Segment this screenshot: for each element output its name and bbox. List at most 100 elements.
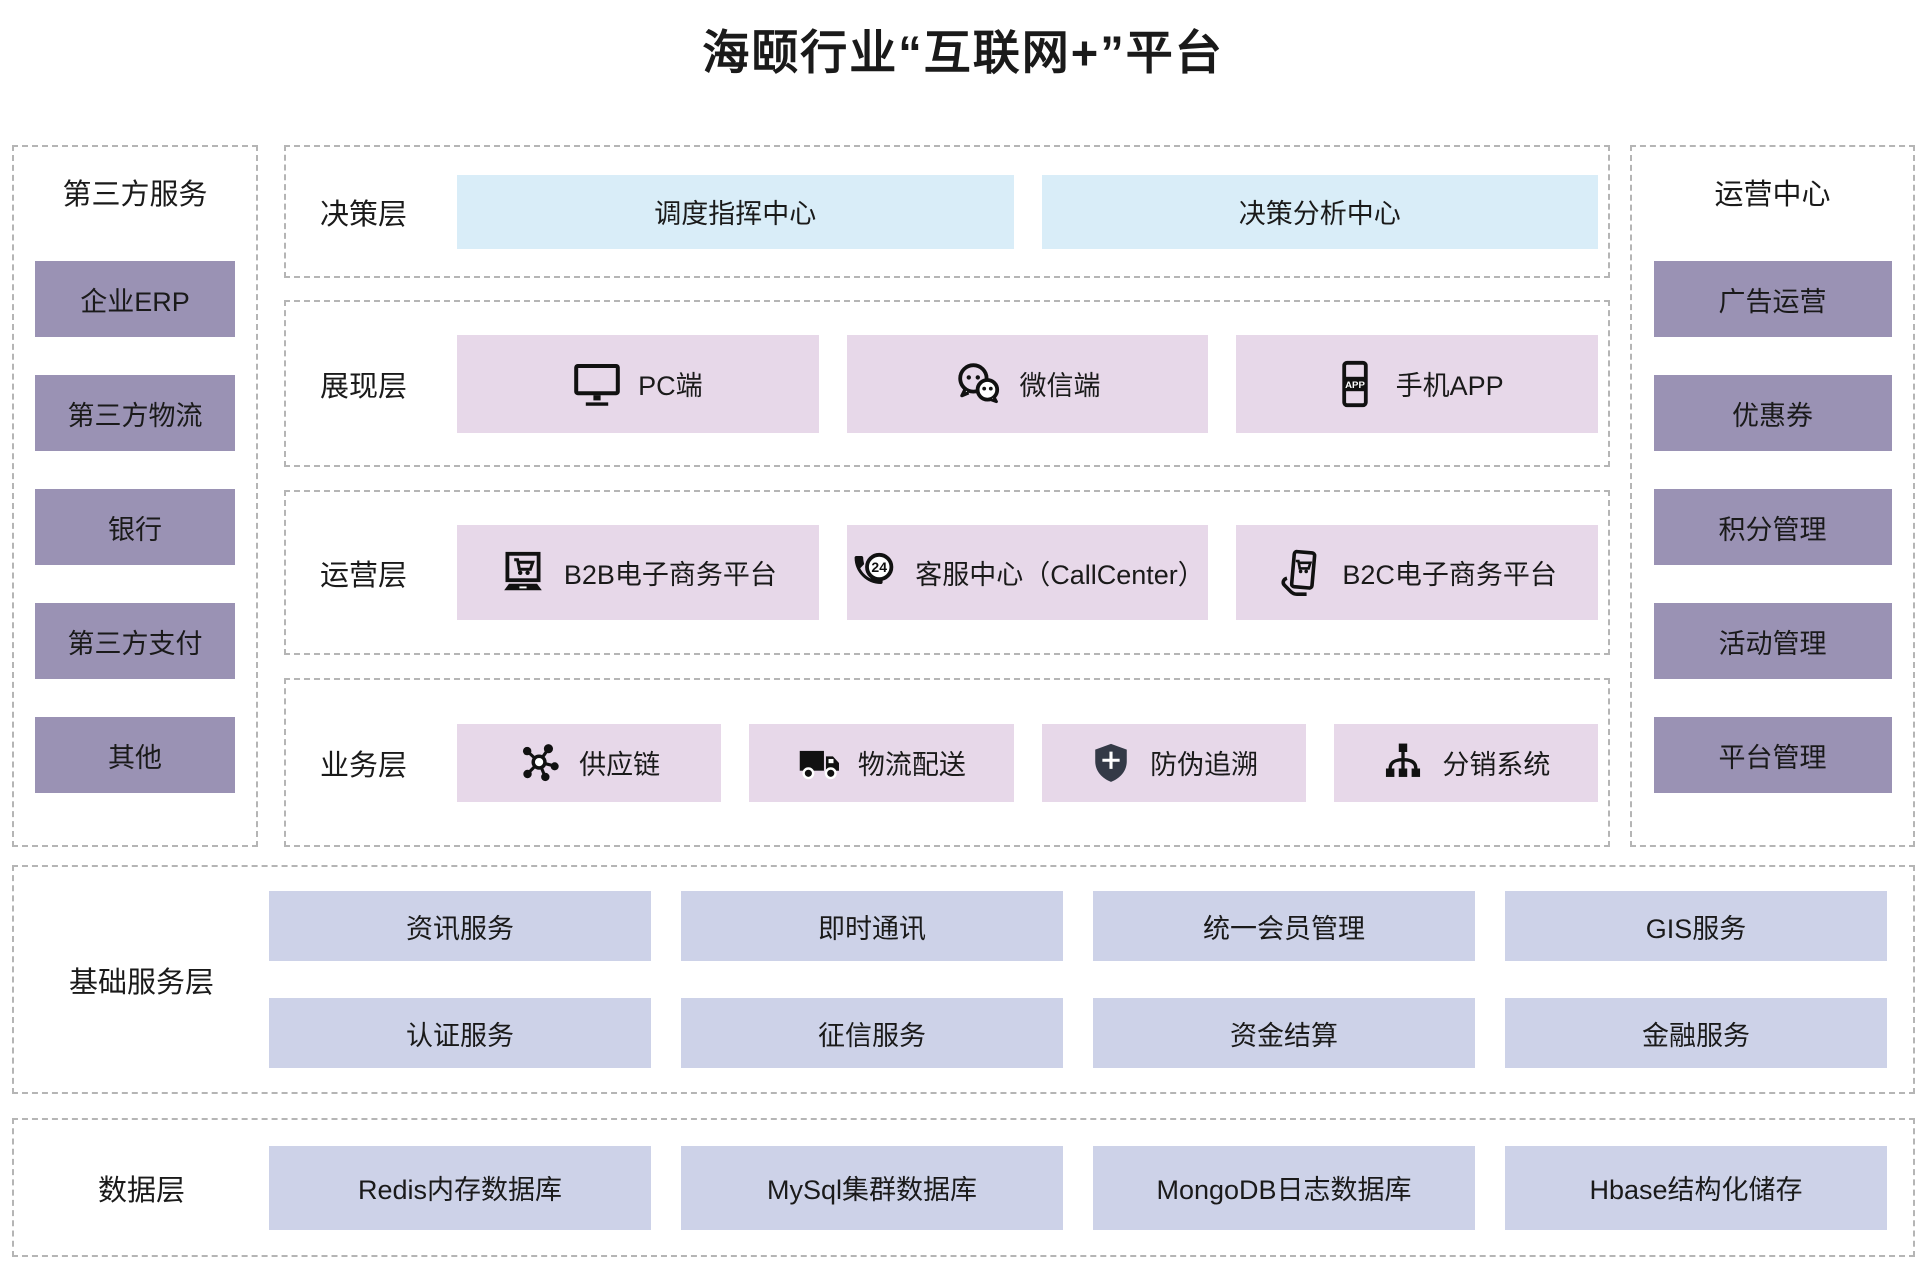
third-party-services-title: 第三方服务 bbox=[62, 179, 208, 211]
presentation-layer-panel: 展现层 PC端 微信端 APP 手机APP bbox=[284, 300, 1610, 467]
third-party-service-box-label: 企业ERP bbox=[80, 286, 190, 317]
base-services-panel: 基础服务层 资讯服务 即时通讯 统一会员管理 GIS服务 认证服务 征信服务 资金结算 金融… bbox=[12, 865, 1915, 1094]
phone-24-icon: 24 bbox=[850, 549, 898, 597]
database-box: Redis内存数据库 bbox=[269, 1145, 651, 1230]
operation-layer-panel: 运营层 B2B电子商务平台 24 客服中心（CallCenter） B2C电子商务平台 bbox=[284, 490, 1610, 655]
operation-layer-label: 运营层 bbox=[320, 559, 408, 592]
data-layer-grid: Redis内存数据库 MySql集群数据库 MongoDB日志数据库 Hbase结构化… bbox=[269, 1145, 1913, 1230]
base-service-box-label: 资讯服务 bbox=[406, 913, 514, 944]
svg-text:APP: APP bbox=[1345, 380, 1365, 391]
third-party-service-box-label: 银行 bbox=[108, 514, 162, 545]
operation-center-panel: 运营中心 广告运营优惠券积分管理活动管理平台管理 bbox=[1630, 145, 1915, 847]
third-party-service-box: 企业ERP bbox=[35, 261, 235, 337]
presentation-box-label: PC端 bbox=[638, 371, 703, 401]
decision-box: 调度指挥中心 bbox=[457, 174, 1014, 249]
third-party-services-panel: 第三方服务 企业ERP 第三方物流银行第三方支付其他 bbox=[12, 145, 258, 847]
operation-center-box: 广告运营 bbox=[1653, 261, 1892, 337]
base-service-box: GIS服务 bbox=[1505, 891, 1887, 961]
presentation-box-label: 手机APP bbox=[1395, 371, 1504, 401]
base-service-box: 认证服务 bbox=[269, 998, 651, 1068]
database-box-label: Redis内存数据库 bbox=[357, 1175, 563, 1205]
base-service-box-label: 即时通讯 bbox=[818, 913, 926, 944]
database-box-label: MongoDB日志数据库 bbox=[1156, 1175, 1412, 1205]
base-service-box: 资讯服务 bbox=[269, 891, 651, 961]
business-box: 物流配送 bbox=[749, 723, 1014, 802]
presentation-box: PC端 bbox=[457, 334, 819, 433]
operation-box: B2C电子商务平台 bbox=[1236, 525, 1599, 620]
base-service-box-label: 金融服务 bbox=[1642, 1020, 1750, 1051]
third-party-service-box-label: 第三方支付 bbox=[67, 628, 203, 659]
presentation-layer-label: 展现层 bbox=[320, 370, 408, 403]
operation-center-box: 积分管理 bbox=[1653, 489, 1892, 565]
business-box-label: 供应链 bbox=[579, 750, 661, 780]
base-service-box: 征信服务 bbox=[681, 998, 1063, 1068]
base-service-box-label: GIS服务 bbox=[1645, 913, 1747, 944]
operation-center-box: 活动管理 bbox=[1653, 603, 1892, 679]
base-services-grid: 资讯服务 即时通讯 统一会员管理 GIS服务 认证服务 征信服务 资金结算 金融服务 bbox=[269, 891, 1913, 1068]
third-party-service-box-label: 第三方物流 bbox=[67, 400, 203, 431]
operation-box-label: B2C电子商务平台 bbox=[1342, 560, 1557, 590]
decision-box: 决策分析中心 bbox=[1041, 174, 1598, 249]
business-box-label: 分销系统 bbox=[1442, 750, 1551, 780]
data-layer-row: Redis内存数据库 MySql集群数据库 MongoDB日志数据库 Hbase结构化… bbox=[269, 1145, 1887, 1230]
operation-center-box-label: 活动管理 bbox=[1718, 628, 1827, 659]
third-party-service-box: 其他 bbox=[35, 717, 235, 793]
phone-cart-icon bbox=[1277, 549, 1325, 597]
database-box: MySql集群数据库 bbox=[681, 1145, 1063, 1230]
base-service-box: 金融服务 bbox=[1505, 998, 1887, 1068]
decision-box-label: 决策分析中心 bbox=[1238, 199, 1401, 229]
decision-box-label: 调度指挥中心 bbox=[654, 199, 817, 229]
laptop-cart-icon bbox=[499, 549, 547, 597]
mobile-app-icon: APP bbox=[1331, 360, 1379, 408]
operation-box-label: 客服中心（CallCenter） bbox=[915, 560, 1205, 590]
decision-layer-items: 调度指挥中心 决策分析中心 bbox=[457, 174, 1598, 249]
base-service-box-label: 资金结算 bbox=[1230, 1020, 1338, 1051]
operation-center-title: 运营中心 bbox=[1714, 179, 1831, 211]
decision-layer-label: 决策层 bbox=[320, 198, 408, 231]
business-box: 分销系统 bbox=[1333, 723, 1598, 802]
wechat-icon bbox=[955, 360, 1003, 408]
monitor-icon bbox=[573, 360, 621, 408]
base-services-row-2: 认证服务 征信服务 资金结算 金融服务 bbox=[269, 998, 1887, 1068]
database-box-label: Hbase结构化储存 bbox=[1589, 1175, 1803, 1205]
third-party-service-box: 第三方支付 bbox=[35, 603, 235, 679]
operation-center-box-label: 积分管理 bbox=[1718, 514, 1827, 545]
database-box: MongoDB日志数据库 bbox=[1093, 1145, 1475, 1230]
operation-center-box-label: 广告运营 bbox=[1718, 286, 1827, 317]
operation-layer-items: B2B电子商务平台 24 客服中心（CallCenter） B2C电子商务平台 bbox=[457, 525, 1599, 620]
decision-layer-panel: 决策层 调度指挥中心 决策分析中心 bbox=[284, 145, 1610, 278]
tree-icon bbox=[1381, 741, 1425, 785]
business-box: 防伪追溯 bbox=[1041, 723, 1306, 802]
operation-center-list: 广告运营优惠券积分管理活动管理平台管理 bbox=[1632, 217, 1913, 845]
base-service-box-label: 认证服务 bbox=[406, 1020, 514, 1051]
business-layer-panel: 业务层 供应链物流配送防伪追溯分销系统 bbox=[284, 678, 1610, 847]
base-service-box-label: 统一会员管理 bbox=[1203, 913, 1365, 944]
database-box-label: MySql集群数据库 bbox=[766, 1175, 977, 1205]
base-services-row-1: 资讯服务 即时通讯 统一会员管理 GIS服务 bbox=[269, 891, 1887, 961]
presentation-box: APP 手机APP bbox=[1236, 334, 1599, 433]
presentation-box-label: 微信端 bbox=[1019, 371, 1101, 401]
presentation-layer-items: PC端 微信端 APP 手机APP bbox=[457, 334, 1599, 433]
business-box-label: 防伪追溯 bbox=[1150, 750, 1259, 780]
business-box-label: 物流配送 bbox=[857, 750, 966, 780]
presentation-box: 微信端 bbox=[846, 334, 1209, 433]
operation-center-box: 优惠券 bbox=[1653, 375, 1892, 451]
third-party-service-box: 第三方物流 bbox=[35, 375, 235, 451]
operation-box: B2B电子商务平台 bbox=[457, 525, 819, 620]
business-layer-items: 供应链 物流配送 防伪追溯 分销系统 bbox=[457, 723, 1598, 802]
operation-center-box: 平台管理 bbox=[1653, 717, 1892, 793]
base-service-box-label: 征信服务 bbox=[818, 1020, 926, 1051]
svg-text:24: 24 bbox=[872, 558, 888, 574]
business-box: 供应链 bbox=[457, 723, 722, 802]
shield-plus-icon bbox=[1089, 741, 1133, 785]
third-party-service-box: 银行 bbox=[35, 489, 235, 565]
base-services-label: 基础服务层 bbox=[68, 966, 214, 999]
network-icon bbox=[518, 741, 562, 785]
third-party-services-list: 企业ERP 第三方物流银行第三方支付其他 bbox=[14, 217, 256, 845]
operation-box: 24 客服中心（CallCenter） bbox=[846, 525, 1209, 620]
operation-box-label: B2B电子商务平台 bbox=[563, 560, 777, 590]
database-box: Hbase结构化储存 bbox=[1505, 1145, 1887, 1230]
operation-center-box-label: 优惠券 bbox=[1732, 400, 1813, 431]
